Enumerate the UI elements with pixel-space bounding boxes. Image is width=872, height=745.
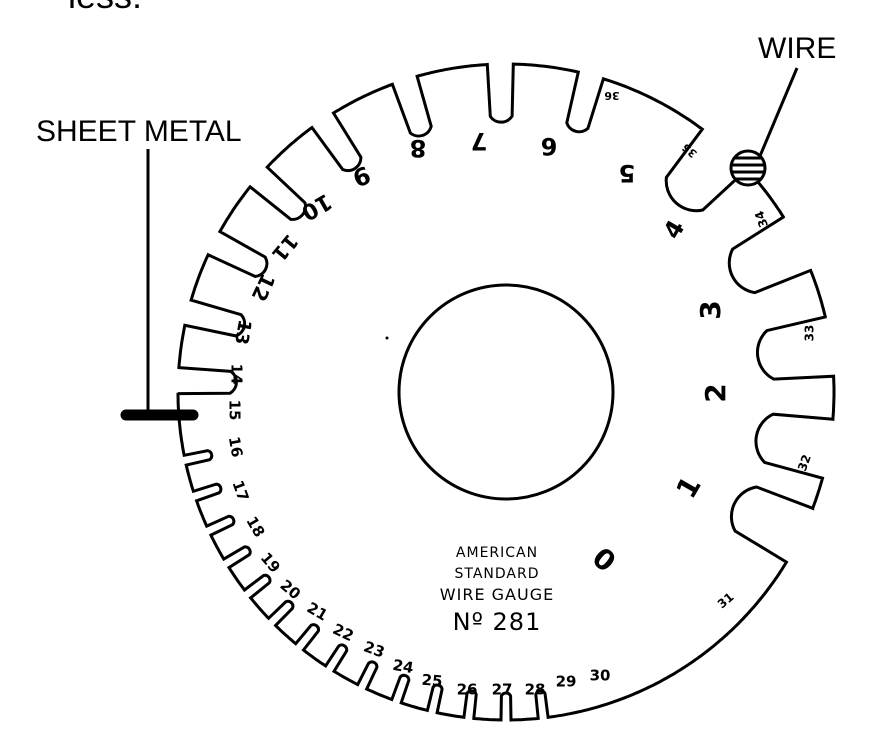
- small-gauge-number-32: 32: [795, 453, 814, 473]
- sheet-metal-label: SHEET METAL: [36, 115, 242, 148]
- gauge-number-24: 24: [391, 656, 415, 677]
- gauge-number-27: 27: [492, 681, 513, 699]
- small-gauge-number-36: 36: [604, 89, 620, 102]
- gauge-number-25: 25: [421, 671, 443, 691]
- wire-label: WIRE: [758, 32, 836, 65]
- gauge-number-26: 26: [457, 681, 478, 699]
- gauge-number-14: 14: [228, 364, 246, 385]
- gauge-number-6: 6: [541, 132, 558, 160]
- inscription-line-2: STANDARD: [454, 566, 539, 582]
- gauge-number-16: 16: [225, 435, 246, 459]
- small-gauge-number-34: 34: [752, 209, 771, 229]
- gauge-number-7: 7: [471, 127, 488, 155]
- gauge-number-29: 29: [556, 673, 577, 691]
- small-gauge-number-33: 33: [803, 325, 817, 342]
- gauge-number-2: 2: [699, 383, 732, 402]
- gauge-plate: [176, 62, 836, 722]
- wire-callout: WIRE: [729, 32, 836, 187]
- center-mark: [385, 336, 389, 340]
- gauge-number-13: 13: [230, 318, 255, 346]
- gauge-inscription: AMERICAN STANDARD WIRE GAUGE Nº 281: [440, 545, 554, 636]
- inscription-line-1: AMERICAN: [456, 545, 538, 561]
- gauge-number-15: 15: [226, 400, 244, 421]
- gauge-number-5: 5: [619, 159, 636, 187]
- gauge-number-8: 8: [410, 134, 427, 162]
- sheet-metal-callout: SHEET METAL: [36, 115, 242, 421]
- gauge-number-30: 30: [590, 667, 611, 685]
- center-hole: [397, 283, 615, 501]
- gauge-number-28: 28: [525, 681, 546, 699]
- inscription-line-4: Nº 281: [453, 608, 542, 636]
- header-clipped-text: less:: [68, 0, 142, 16]
- inscription-line-3: WIRE GAUGE: [440, 585, 554, 604]
- wire-leader-line: [758, 67, 799, 157]
- gauge-number-3: 3: [694, 300, 727, 319]
